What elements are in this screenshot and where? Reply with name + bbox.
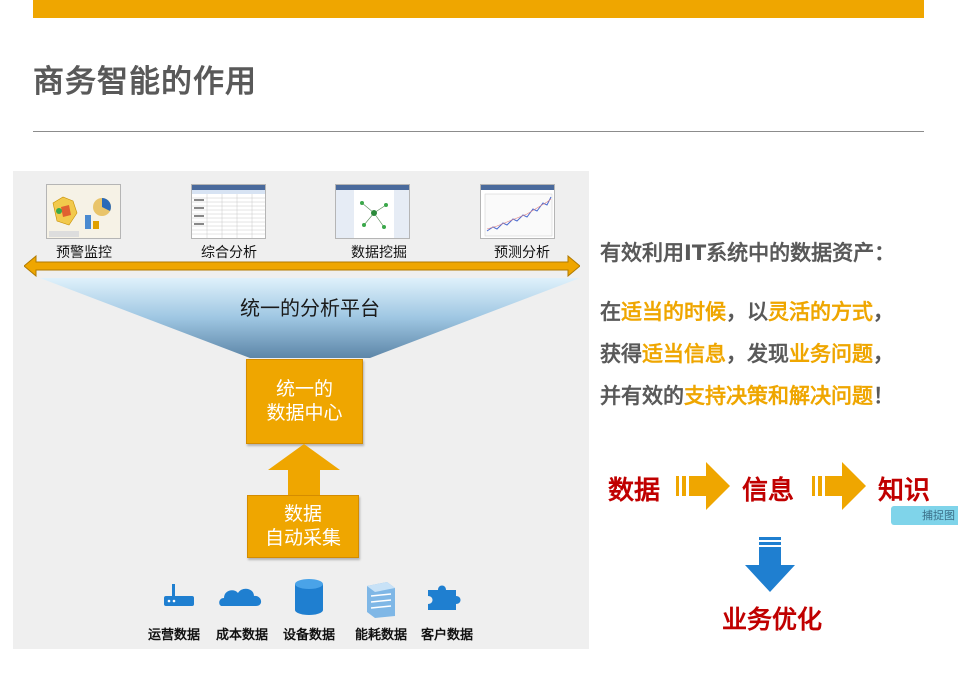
line2-plain-2: ，发现 <box>726 342 789 366</box>
source-label-customer: 客户数据 <box>420 628 473 643</box>
router-icon <box>164 584 194 606</box>
cluster-graph-thumbnail <box>335 184 410 239</box>
data-collection-box: 数据 自动采集 <box>247 495 359 558</box>
line3-plain-2: ！ <box>873 384 894 408</box>
puzzle-icon <box>428 585 461 610</box>
collection-line2: 自动采集 <box>264 527 341 549</box>
module-label-forecast: 预测分析 <box>494 245 550 261</box>
line2-highlight-1: 适当信息 <box>642 342 726 366</box>
data-center-line2: 数据中心 <box>266 402 343 424</box>
flow-step-data: 数据 <box>608 476 661 506</box>
data-center-box: 统一的 数据中心 <box>246 359 363 444</box>
line1-highlight-2: 灵活的方式 <box>768 300 873 324</box>
collection-line1: 数据 <box>283 503 322 525</box>
cloud-icon <box>219 588 262 606</box>
right-line-2: 获得适当信息，发现业务问题， <box>600 338 894 368</box>
flow-step-information: 信息 <box>742 476 795 506</box>
platform-label: 统一的分析平台 <box>240 296 380 320</box>
capture-button[interactable]: 捕捉图 <box>891 506 958 525</box>
module-label-mining: 数据挖掘 <box>351 245 407 261</box>
source-label-energy: 能耗数据 <box>354 628 407 643</box>
trend-line-thumbnail <box>480 184 555 239</box>
line1-plain-1: 在 <box>600 300 621 324</box>
line3-highlight-1: 支持决策和解决问题 <box>684 384 873 408</box>
slide-title: 商务智能的作用 <box>33 64 257 100</box>
top-accent-bar <box>33 0 924 18</box>
line3-plain-1: 并有效的 <box>600 384 684 408</box>
source-label-cost: 成本数据 <box>215 628 268 643</box>
module-label-analysis: 综合分析 <box>201 245 257 261</box>
right-arrow-icon <box>676 462 730 510</box>
line1-highlight-1: 适当的时候 <box>621 300 726 324</box>
source-label-equipment: 设备数据 <box>282 628 335 643</box>
data-center-line1: 统一的 <box>275 378 333 400</box>
business-optimization-result: 业务优化 <box>722 605 823 634</box>
line1-plain-2: ，以 <box>726 300 768 324</box>
title-divider <box>33 131 924 132</box>
dashboard-map-thumbnail <box>46 184 121 239</box>
right-heading: 有效利用IT系统中的数据资产： <box>600 241 896 265</box>
server-icon <box>367 582 395 618</box>
down-arrow-icon <box>745 537 795 592</box>
line2-plain-3: ， <box>873 342 894 366</box>
line2-plain-1: 获得 <box>600 342 642 366</box>
data-table-thumbnail <box>191 184 266 239</box>
line2-highlight-2: 业务问题 <box>789 342 873 366</box>
line1-plain-3: ， <box>873 300 894 324</box>
up-arrow-icon <box>268 444 340 496</box>
double-headed-arrow <box>24 255 580 277</box>
module-label-warning: 预警监控 <box>56 245 112 261</box>
right-arrow-icon <box>812 462 866 510</box>
right-line-3: 并有效的支持决策和解决问题！ <box>600 380 894 410</box>
database-icon <box>295 579 323 615</box>
right-line-1: 在适当的时候，以灵活的方式， <box>600 296 894 326</box>
analysis-platform-funnel <box>40 278 580 358</box>
flow-step-knowledge: 知识 <box>878 476 931 506</box>
source-label-operations: 运营数据 <box>147 628 200 643</box>
